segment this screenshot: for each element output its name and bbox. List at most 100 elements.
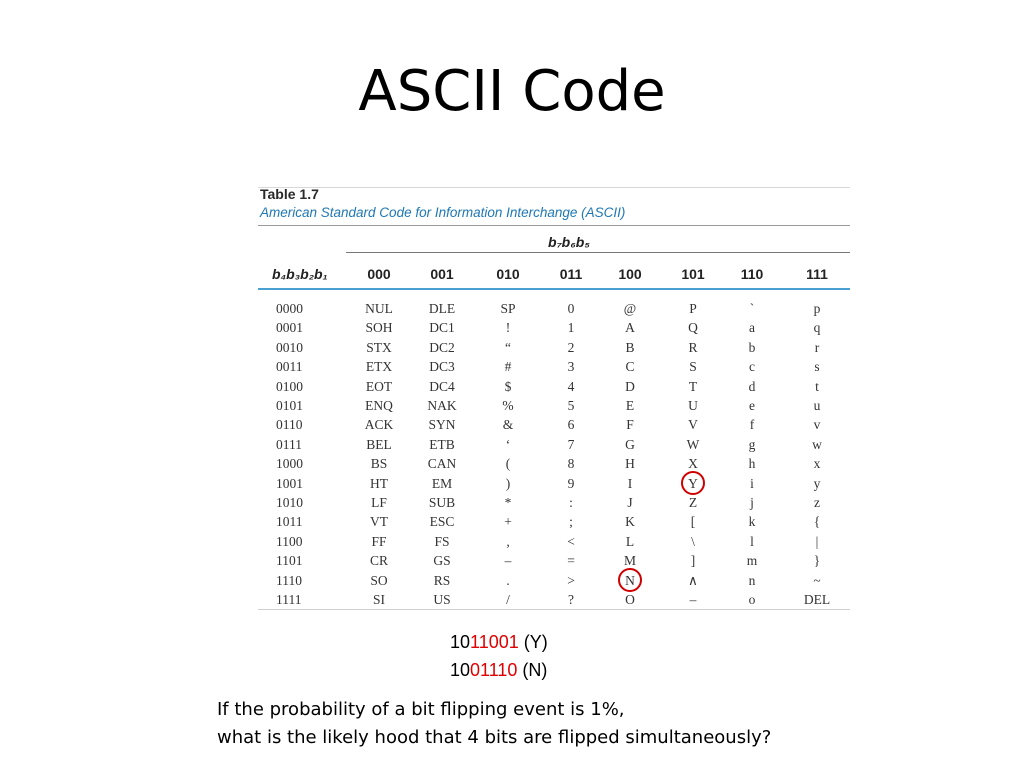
- table-cell: >: [567, 572, 575, 588]
- table-cell: x: [813, 456, 821, 472]
- table-cell: DC1: [429, 320, 455, 336]
- table-header-rule: [258, 288, 850, 290]
- table-cell: &: [502, 417, 514, 433]
- table-cell: VT: [370, 514, 388, 530]
- table-cell: f: [749, 417, 755, 433]
- table-cell: DLE: [428, 301, 456, 316]
- bit-codes: 1011001 (Y) 1001110 (N): [450, 628, 548, 684]
- table-cell: FF: [371, 533, 387, 549]
- table-cell: SO: [370, 572, 388, 588]
- table-cell: \: [691, 533, 695, 549]
- table-cell: <: [567, 533, 575, 549]
- table-cell: J: [627, 495, 633, 510]
- table-cell: GS: [433, 553, 451, 569]
- ascii-table-figure: Table 1.7 American Standard Code for Inf…: [258, 180, 854, 614]
- row-code: 1010: [276, 495, 303, 510]
- table-cell: A: [625, 320, 635, 336]
- table-cell: SOH: [365, 320, 393, 336]
- table-bottom-rule: [258, 609, 850, 610]
- row-code: 0101: [276, 398, 303, 413]
- table-cell: c: [749, 359, 755, 375]
- table-cell: T: [688, 378, 698, 394]
- slide-title: ASCII Code: [358, 59, 666, 124]
- table-cell: d: [748, 378, 756, 394]
- table-cell: 1: [567, 320, 575, 336]
- table-cell: m: [746, 553, 758, 569]
- code-n-label: (N): [517, 660, 548, 680]
- table-cell: “: [505, 339, 511, 355]
- column-header-101: 101: [681, 266, 705, 282]
- table-caption-rule: [258, 225, 850, 226]
- table-cell: I: [627, 475, 633, 491]
- table-cell: HT: [370, 475, 388, 491]
- table-cell: B: [625, 339, 635, 355]
- table-cell: STX: [366, 339, 392, 355]
- table-cell: =: [567, 553, 575, 569]
- question-text: If the probability of a bit flipping eve…: [217, 696, 771, 752]
- code-y-label: (Y): [518, 632, 548, 652]
- table-cell: Q: [688, 320, 698, 336]
- code-n-prefix: 10: [450, 660, 471, 680]
- table-cell: h: [748, 456, 756, 472]
- table-cell: @: [623, 301, 637, 316]
- column-header-111: 111: [806, 266, 828, 282]
- table-cell: ACK: [364, 417, 394, 433]
- table-cell: u: [813, 398, 821, 413]
- column-header-100: 100: [618, 266, 642, 282]
- table-cell: ;: [569, 514, 573, 530]
- table-cell: 6: [567, 417, 575, 433]
- table-cell: {: [813, 514, 821, 530]
- table-cell: w: [812, 436, 822, 452]
- table-cell: 3: [567, 359, 575, 375]
- table-cell: v: [813, 417, 821, 433]
- table-cell: CR: [369, 553, 388, 569]
- table-cell: CAN: [427, 456, 457, 472]
- table-cell: SYN: [428, 417, 456, 433]
- table-cell: s: [814, 359, 820, 375]
- table-cell: E: [625, 398, 635, 413]
- table-cell: SP: [500, 301, 516, 316]
- table-cell: S: [689, 359, 697, 375]
- highlight-circle-n: [618, 567, 642, 592]
- table-cell: 9: [567, 475, 575, 491]
- table-cell: ETB: [429, 436, 455, 452]
- table-cell: X: [688, 456, 698, 472]
- row-code: 1001: [276, 475, 303, 491]
- row-code: 1110: [276, 572, 302, 588]
- table-cell: (: [505, 456, 511, 472]
- row-code: 0010: [276, 339, 303, 355]
- table-cell: LF: [371, 495, 387, 510]
- table-cell: !: [505, 320, 511, 336]
- table-cell: b: [748, 339, 756, 355]
- question-line-2: what is the likely hood that 4 bits are …: [217, 727, 772, 748]
- table-cell: ?: [568, 592, 574, 607]
- table-cell: D: [625, 378, 635, 394]
- table-cell: –: [689, 592, 697, 607]
- table-cell: L: [625, 533, 635, 549]
- table-cell: ESC: [429, 514, 455, 530]
- row-code: 0111: [276, 436, 302, 452]
- column-group-line: [346, 252, 850, 253]
- table-cell: BS: [370, 456, 388, 472]
- table-cell: q: [813, 320, 821, 336]
- table-cell: ,: [506, 533, 510, 549]
- table-cell: K: [625, 514, 635, 530]
- table-cell: y: [813, 475, 821, 491]
- table-cell: n: [748, 572, 756, 588]
- table-cell: z: [814, 495, 820, 510]
- table-cell: C: [625, 359, 635, 375]
- table-cell: SI: [372, 592, 385, 607]
- table-cell: M: [623, 553, 636, 569]
- table-top-rule: [258, 187, 850, 188]
- table-cell: O: [625, 592, 635, 607]
- table-cell: p: [813, 301, 821, 316]
